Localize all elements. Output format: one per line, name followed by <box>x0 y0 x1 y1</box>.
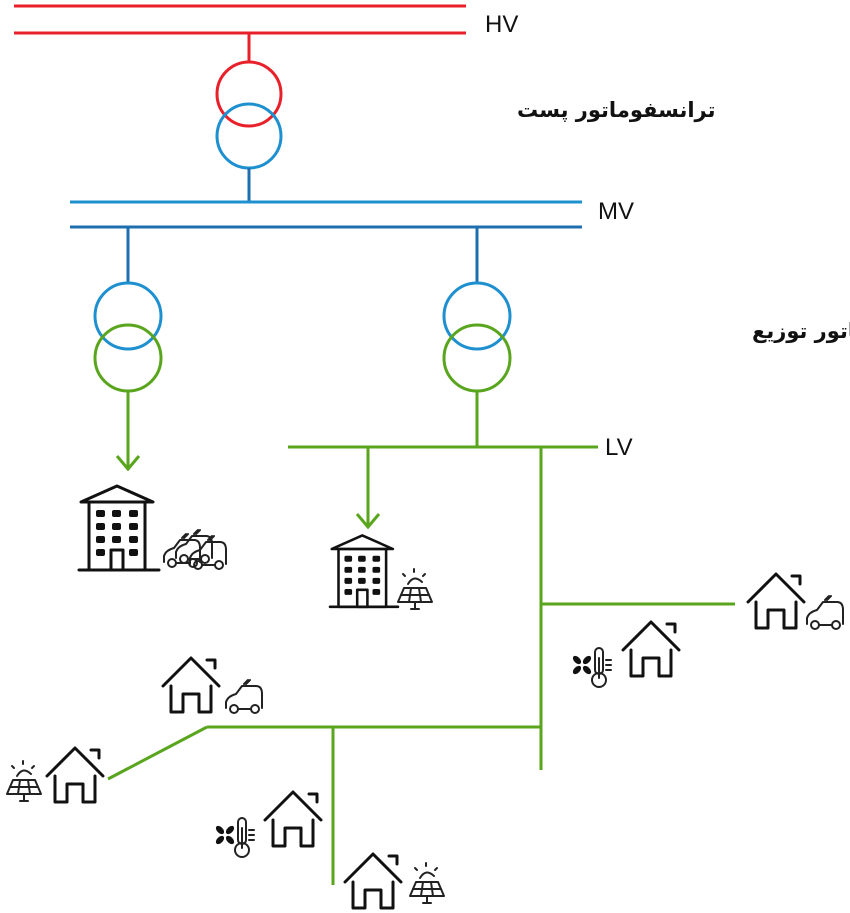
electric-car-icon <box>806 595 844 630</box>
ev-fleet-icon <box>163 529 227 570</box>
house-icon <box>45 746 105 804</box>
house-3 <box>161 656 263 714</box>
house-6 <box>343 852 445 910</box>
hv-label: HV <box>485 11 518 38</box>
apartment-building-icon <box>328 534 400 609</box>
house-icon <box>263 790 323 848</box>
electric-car-icon <box>225 679 263 714</box>
house-1 <box>746 572 844 630</box>
solar-panel-icon <box>409 862 445 904</box>
hvac-icon <box>570 647 612 688</box>
solar-panel-icon <box>6 760 42 802</box>
distribution-transformer-2-icon <box>442 227 512 447</box>
lv-label: LV <box>605 434 633 461</box>
apartment-building-icon <box>77 484 161 572</box>
house-5 <box>213 790 323 858</box>
house-icon <box>343 852 403 910</box>
apartment-2 <box>328 534 433 610</box>
house-4 <box>6 746 105 804</box>
mv-label: MV <box>598 198 634 225</box>
solar-panel-icon <box>397 568 433 610</box>
substation-transformer-label: ترانسفوماتور پست <box>517 98 716 122</box>
house-2 <box>570 620 681 688</box>
hv-busbar <box>14 4 466 35</box>
distribution-transformer-1-icon <box>93 227 163 472</box>
apartment-1 <box>77 484 227 572</box>
house-icon <box>621 620 681 678</box>
house-icon <box>161 656 221 714</box>
substation-transformer-icon <box>215 33 283 202</box>
house-icon <box>746 572 806 630</box>
hvac-icon <box>213 817 255 858</box>
mv-busbar <box>70 200 582 229</box>
lv-network <box>107 445 735 885</box>
distribution-transformer-label: ترانسفورماتور توزیع <box>752 319 850 343</box>
